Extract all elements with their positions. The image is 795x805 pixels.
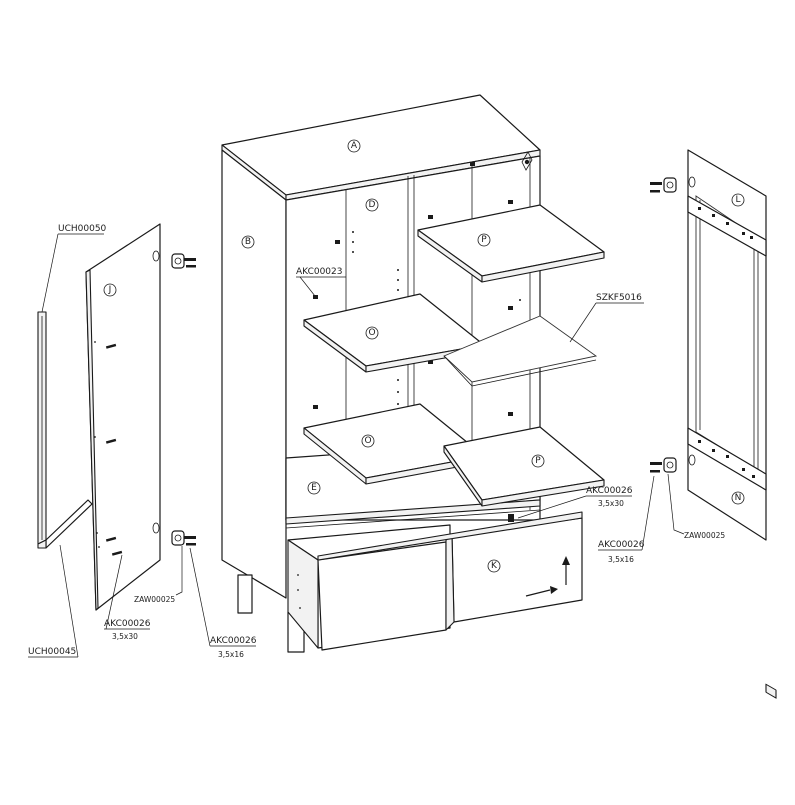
svg-text:AKC00023: AKC00023 <box>296 267 342 277</box>
svg-text:D: D <box>369 200 376 210</box>
part-letter-n: N <box>731 491 745 505</box>
callout-uch00050: UCH00050 <box>41 224 107 313</box>
svg-text:3,5x16: 3,5x16 <box>218 650 244 659</box>
drawer-k <box>287 511 583 651</box>
direction-arrow-icon <box>525 556 570 597</box>
part-letter-p-top: P <box>477 233 491 247</box>
shelf-p-top <box>417 204 605 283</box>
glass-shelf <box>443 315 598 387</box>
callout-zaw00025-right: ZAW00025 <box>667 473 725 540</box>
svg-text:E: E <box>311 483 317 493</box>
svg-text:J: J <box>108 285 112 295</box>
svg-text:A: A <box>351 141 358 151</box>
svg-text:P: P <box>535 456 541 466</box>
callout-akc00026-right-hinge: AKC00026 3,5x16 <box>598 475 655 564</box>
svg-text:ZAW00025: ZAW00025 <box>134 595 175 604</box>
callout-zaw00025-left: ZAW00025 <box>134 546 183 604</box>
svg-text:P: P <box>481 235 487 245</box>
part-letter-d: D <box>365 198 379 212</box>
cam-lock-icon <box>521 151 533 171</box>
hinge-icon <box>650 177 677 193</box>
part-letter-j: J <box>103 283 117 297</box>
svg-text:AKC00026: AKC00026 <box>598 540 645 550</box>
part-letter-e: E <box>307 481 321 495</box>
part-letter-o-upper: O <box>365 326 379 340</box>
part-letter-l: L <box>731 193 745 207</box>
callout-uch00045: UCH00045 <box>28 544 79 658</box>
callout-akc00026-drawer: AKC00026 3,5x30 <box>517 486 633 519</box>
right-door-panel <box>687 149 777 699</box>
callout-szkf5016: SZKF5016 <box>569 293 644 343</box>
svg-text:O: O <box>368 328 375 338</box>
hinge-icon <box>171 530 196 546</box>
svg-text:L: L <box>735 195 740 205</box>
part-letter-k: K <box>487 559 501 573</box>
svg-text:AKC00026: AKC00026 <box>586 486 633 496</box>
dowel-icon <box>105 343 123 556</box>
shelf-p-lower <box>443 426 605 507</box>
svg-text:N: N <box>735 493 742 503</box>
svg-text:SZKF5016: SZKF5016 <box>596 293 642 303</box>
hinge-icon <box>171 253 196 269</box>
left-glass-door-frame <box>37 311 93 549</box>
callout-akc00026-left-door: AKC00026 3,5x30 <box>104 554 151 641</box>
svg-text:B: B <box>245 237 251 247</box>
svg-text:K: K <box>491 561 498 571</box>
svg-text:O: O <box>364 436 371 446</box>
svg-text:AKC00026: AKC00026 <box>210 636 257 646</box>
left-door-panel-j <box>85 223 161 611</box>
svg-text:AKC00026: AKC00026 <box>104 619 151 629</box>
hinge-icon <box>650 457 677 473</box>
part-letter-b: B <box>241 235 255 249</box>
part-letter-a: A <box>347 139 361 153</box>
part-letter-o-lower: O <box>361 434 375 448</box>
svg-text:UCH00045: UCH00045 <box>28 647 76 657</box>
svg-text:3,5x16: 3,5x16 <box>608 555 634 564</box>
part-letter-p-lower: P <box>531 454 545 468</box>
svg-text:ZAW00025: ZAW00025 <box>684 531 725 540</box>
svg-text:3,5x30: 3,5x30 <box>598 499 624 508</box>
shelf-o-lower <box>303 403 485 485</box>
callout-akc00026-left-hinge: AKC00026 3,5x16 <box>189 547 257 659</box>
svg-text:UCH00050: UCH00050 <box>58 224 107 234</box>
svg-text:3,5x30: 3,5x30 <box>112 632 138 641</box>
callout-akc00023: AKC00023 <box>296 267 346 297</box>
